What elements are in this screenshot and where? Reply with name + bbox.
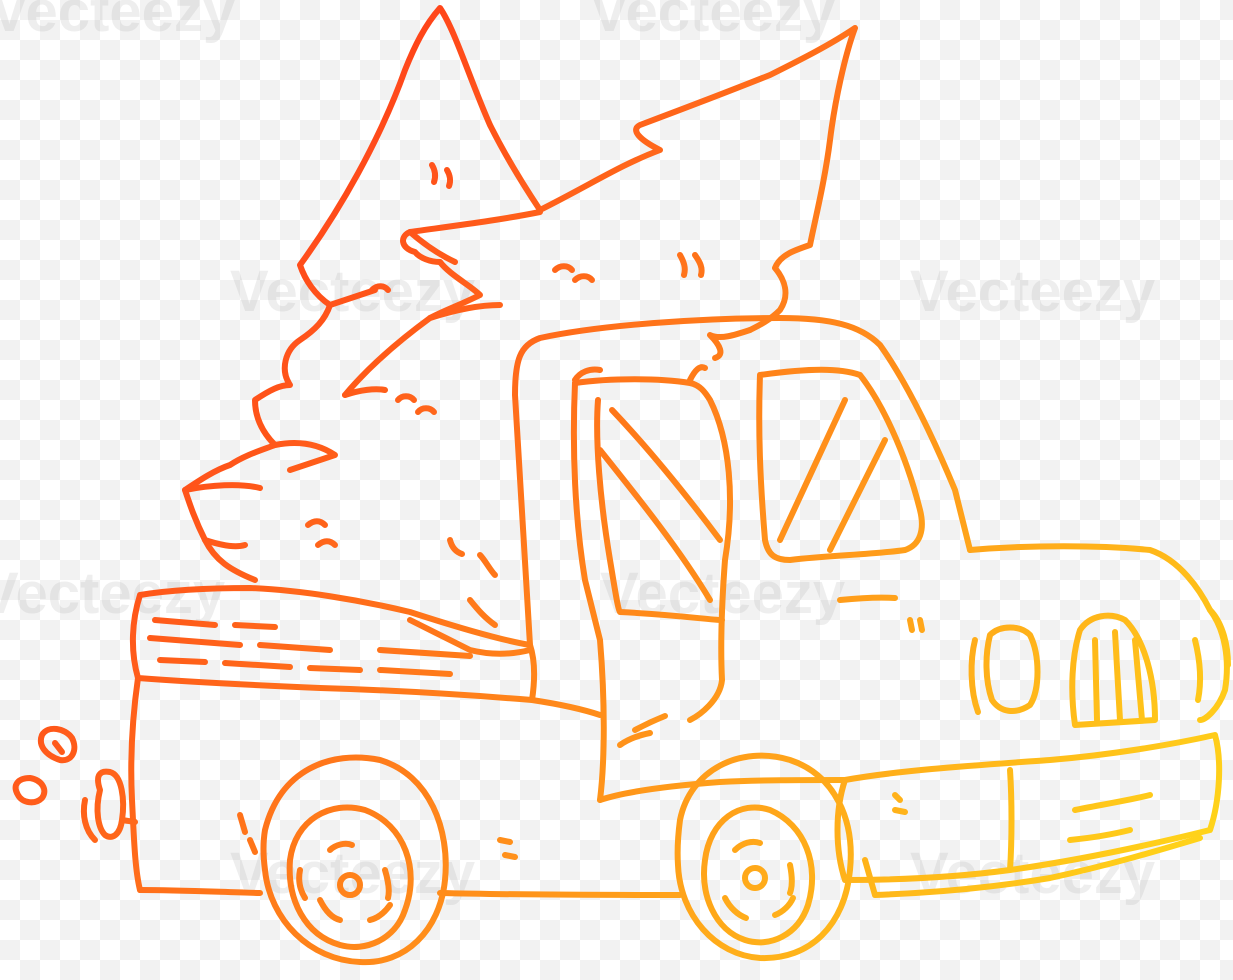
truck-bed [128, 585, 538, 893]
truck-cab [512, 315, 973, 803]
exhaust-puff [12, 725, 138, 843]
truck-body [137, 697, 848, 898]
truck-front [834, 543, 1231, 898]
christmas-tree [182, 5, 858, 657]
rear-wheel [260, 754, 449, 966]
front-wheel [674, 752, 854, 962]
